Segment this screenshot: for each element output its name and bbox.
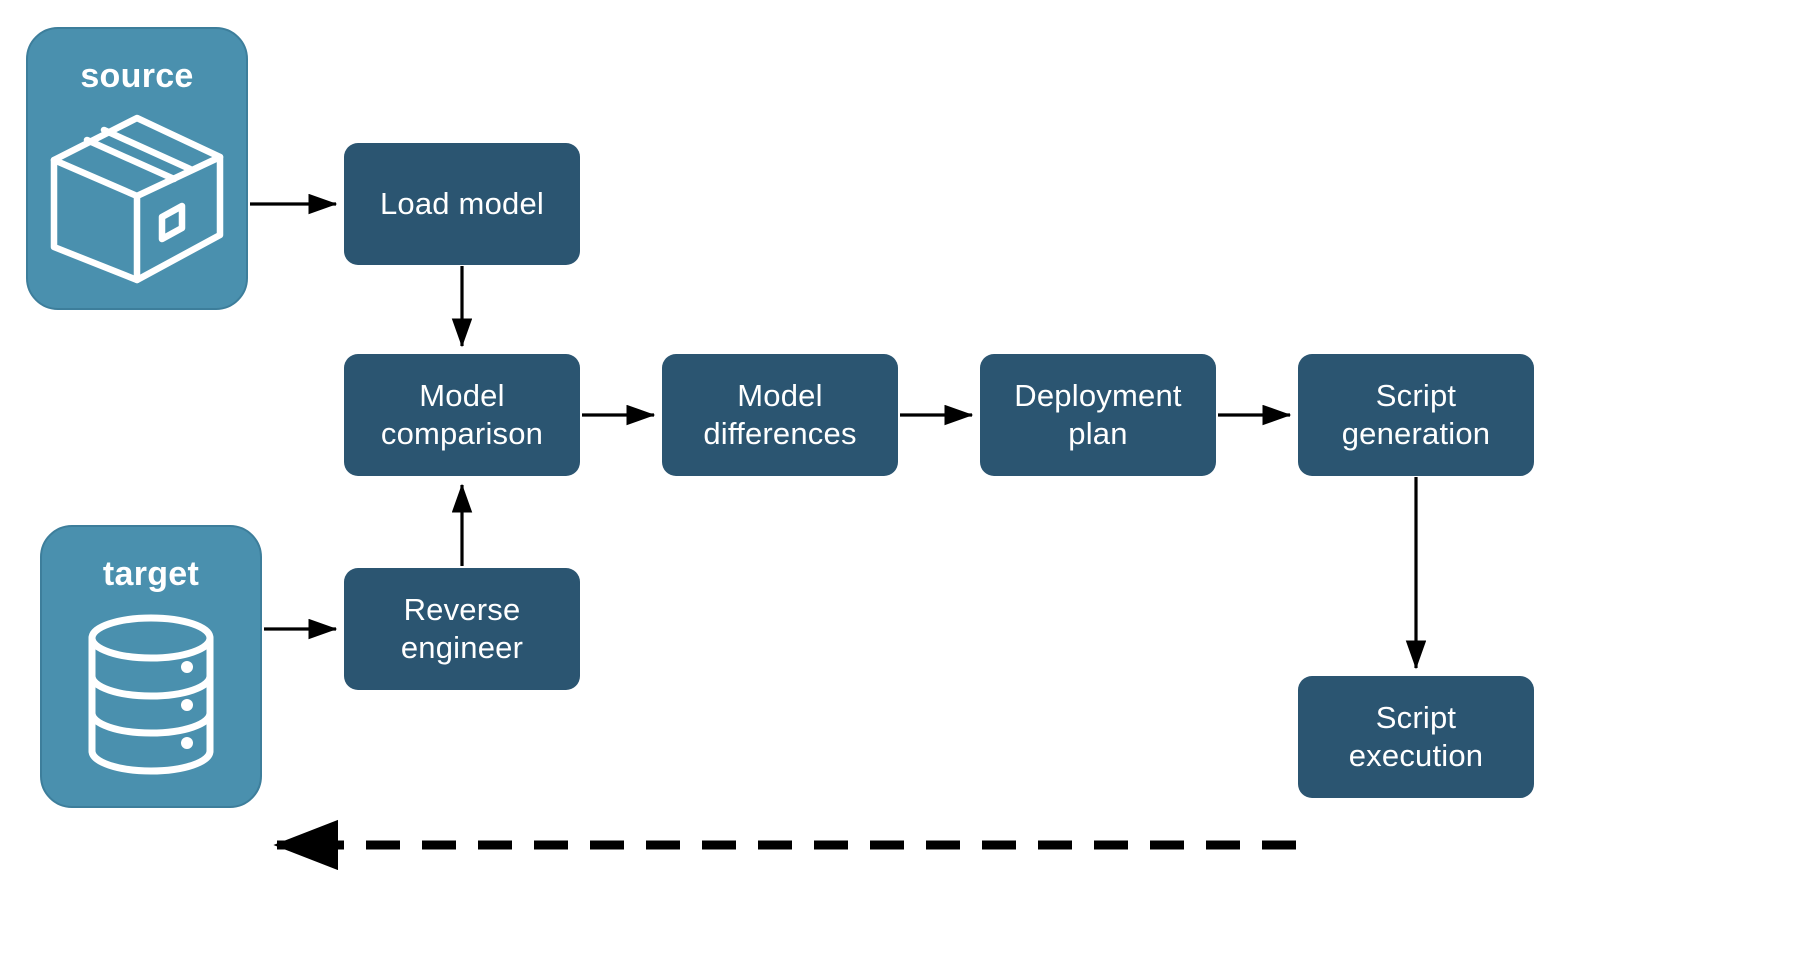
process-model-differences[interactable]: Model differences [662,354,898,476]
process-script-generation-label: Script generation [1341,378,1491,451]
process-load-model[interactable]: Load model [344,143,580,265]
endpoint-target-label: target [102,555,200,593]
process-reverse-engineer-label: Reverse engineer [400,592,524,665]
endpoint-target[interactable]: target [40,525,262,808]
process-load-model-label: Load model [379,186,544,222]
process-model-comparison[interactable]: Model comparison [344,354,580,476]
process-deployment-plan[interactable]: Deployment plan [980,354,1216,476]
process-script-execution[interactable]: Script execution [1298,676,1534,798]
process-script-generation[interactable]: Script generation [1298,354,1534,476]
process-deployment-plan-label: Deployment plan [1014,378,1182,451]
package-box-icon [42,110,232,290]
process-script-execution-label: Script execution [1348,700,1484,773]
database-cylinder-icon [76,612,226,782]
endpoint-source[interactable]: source [26,27,248,310]
process-model-comparison-label: Model comparison [380,378,544,451]
process-reverse-engineer[interactable]: Reverse engineer [344,568,580,690]
process-model-differences-label: Model differences [703,378,857,451]
endpoint-source-label: source [80,57,194,95]
